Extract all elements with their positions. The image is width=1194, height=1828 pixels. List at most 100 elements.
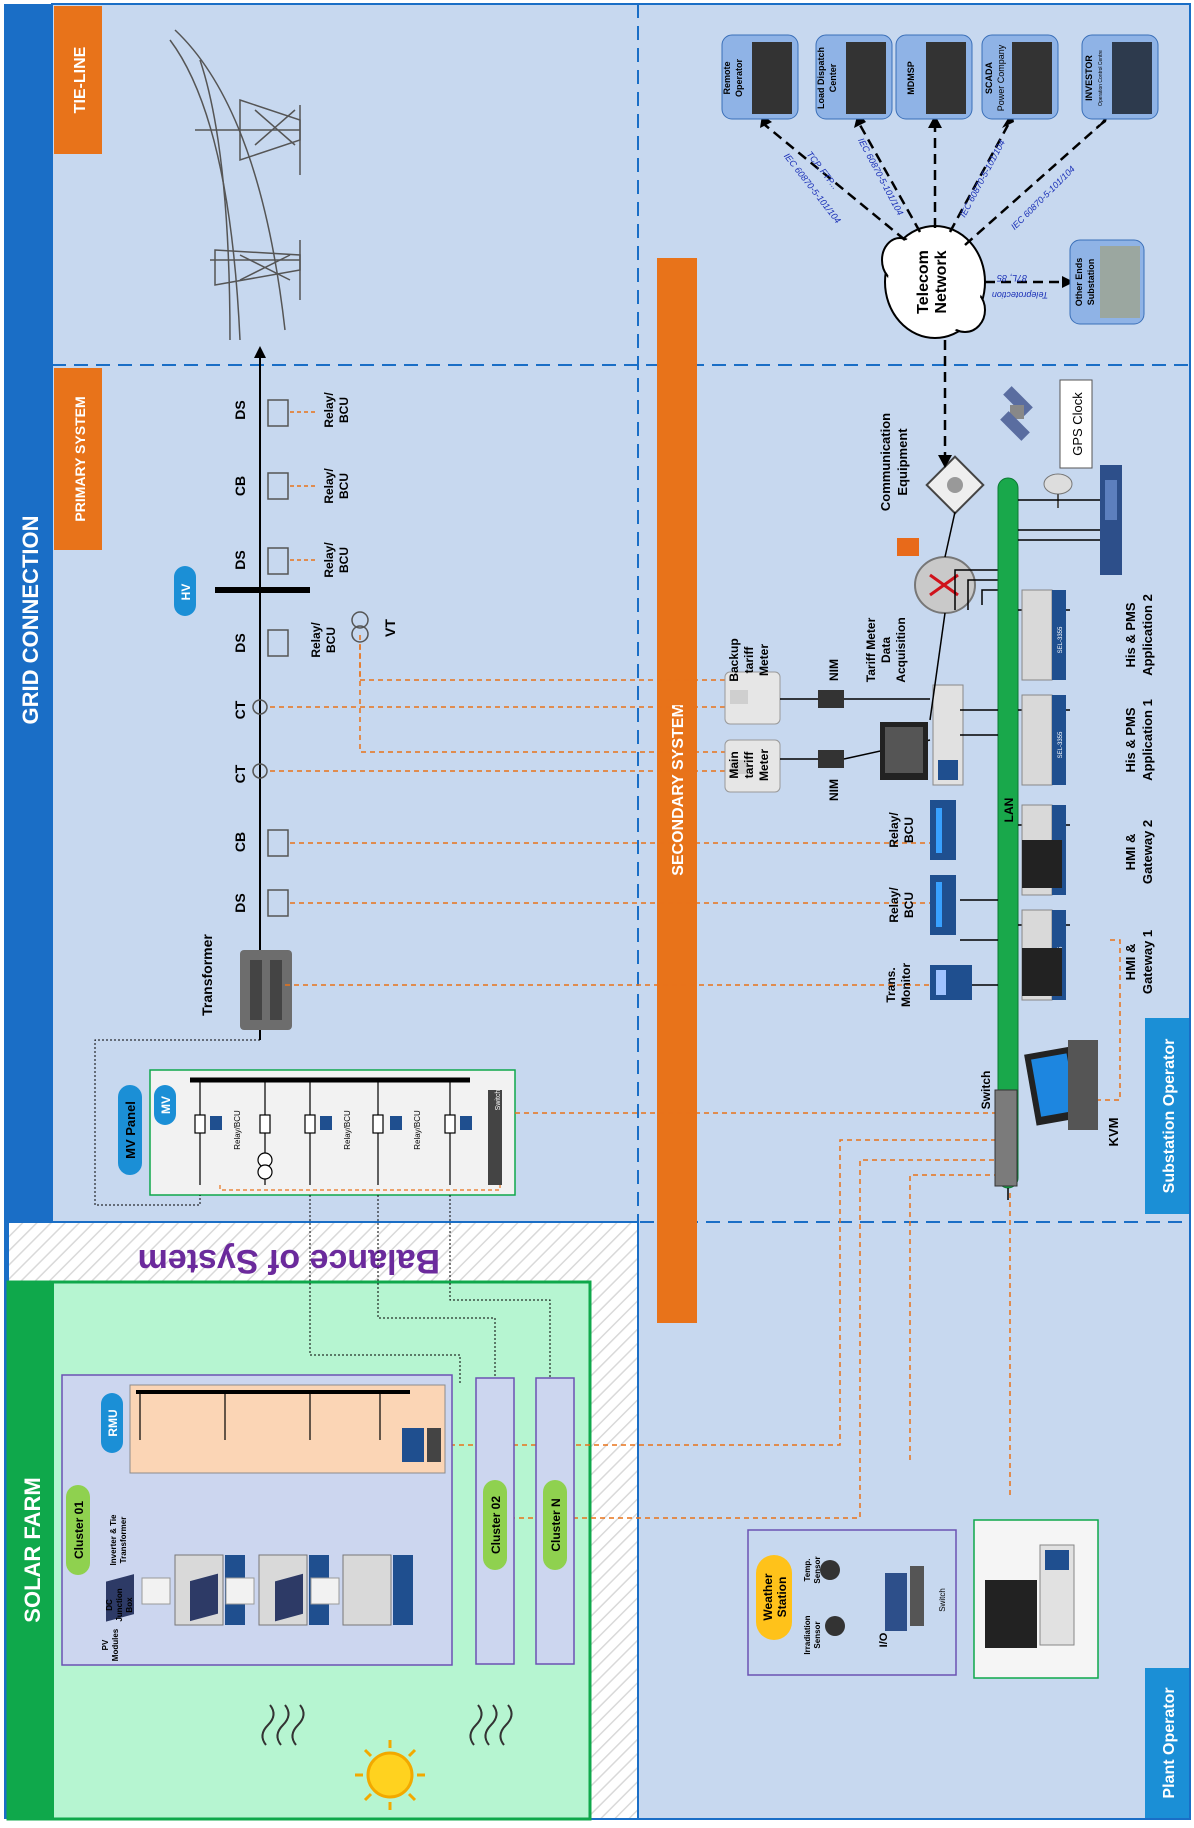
tie-line-label: TIE-LINE bbox=[72, 46, 89, 113]
svg-text:Network: Network bbox=[933, 250, 950, 313]
router-links bbox=[929, 511, 1003, 721]
rmu-tag bbox=[101, 1393, 123, 1453]
svg-text:Teleprotection: Teleprotection bbox=[992, 290, 1048, 300]
svg-text:CB: CB bbox=[232, 476, 248, 496]
rmu-io-icon bbox=[402, 1428, 424, 1462]
grid-connection-title: GRID CONNECTION bbox=[18, 516, 43, 725]
relay-display-1 bbox=[936, 882, 942, 927]
substation-switch-label: Switch bbox=[979, 1071, 993, 1110]
tariff-data-acquisition-pc-icon bbox=[880, 684, 964, 786]
hv-tag bbox=[174, 566, 196, 616]
rmu-box bbox=[129, 1384, 446, 1474]
cluster02-label: Cluster 02 bbox=[489, 1496, 503, 1554]
pv-modules-label: PV bbox=[101, 1639, 110, 1650]
weather-station-tag bbox=[756, 1555, 792, 1640]
svg-text:Junction: Junction bbox=[115, 1588, 124, 1621]
mv-panel-tag bbox=[118, 1085, 142, 1175]
transformer-label: Transformer bbox=[199, 934, 215, 1016]
mv-tag bbox=[154, 1085, 176, 1125]
cluster01-label: Cluster 01 bbox=[72, 1501, 86, 1559]
svg-text:87L, 85: 87L, 85 bbox=[996, 273, 1027, 283]
svg-text:DS: DS bbox=[232, 400, 248, 419]
transmission-tower-icon bbox=[169, 29, 301, 341]
nim-label-backup: NIM bbox=[827, 659, 841, 681]
svg-text:DS: DS bbox=[232, 893, 248, 912]
svg-text:Operation Control Centre: Operation Control Centre bbox=[1098, 50, 1104, 106]
weather-switch-icon bbox=[910, 1566, 924, 1626]
cluster02-box bbox=[475, 1377, 515, 1665]
kvm-icon bbox=[1024, 1040, 1098, 1130]
mv-relay-icons bbox=[210, 1116, 472, 1130]
satellite-icon bbox=[1000, 386, 1033, 441]
svg-text:Relay/: Relay/ bbox=[322, 468, 336, 504]
mdmsp-label: MDMSP bbox=[906, 61, 916, 95]
telecom-links bbox=[764, 124, 1101, 458]
svg-text:Relay/BCU: Relay/BCU bbox=[343, 1110, 352, 1150]
mv-connections bbox=[94, 1039, 551, 1390]
hmi-gateway2-label: HMI & bbox=[1123, 834, 1138, 871]
svg-text:Monitor: Monitor bbox=[899, 963, 913, 1007]
relay-bcu-label-2: Relay/ bbox=[887, 812, 901, 848]
svg-text:tariff: tariff bbox=[742, 646, 756, 674]
secondary-system-label: SECONDARY SYSTEM bbox=[670, 704, 687, 876]
svg-text:Meter: Meter bbox=[757, 749, 771, 781]
svg-text:Relay/: Relay/ bbox=[322, 542, 336, 578]
rmu-label: RMU bbox=[106, 1409, 120, 1436]
lan-bus bbox=[997, 477, 1019, 1189]
weather-sensor-icons bbox=[820, 1560, 845, 1636]
investor-label: INVESTOR bbox=[1084, 55, 1094, 101]
relay-bcu-labels: Relay/ BCU Relay/ BCU Relay/ BCU Relay/ … bbox=[309, 392, 351, 658]
svg-text:Equipment: Equipment bbox=[895, 428, 910, 496]
svg-text:Gateway 1: Gateway 1 bbox=[1140, 930, 1155, 994]
scada-label: SCADA bbox=[984, 62, 994, 95]
svg-text:Substation: Substation bbox=[1086, 259, 1096, 306]
his-pms-app1-label: His & PMS bbox=[1123, 707, 1138, 772]
svg-text:BCU: BCU bbox=[337, 473, 351, 499]
svg-text:Gateway 2: Gateway 2 bbox=[1140, 820, 1155, 884]
cluster02-tag bbox=[483, 1480, 507, 1570]
router-icon bbox=[914, 556, 976, 614]
main-tariff-meter-icon bbox=[724, 739, 781, 793]
mv-label: MV bbox=[159, 1096, 173, 1114]
tariff-daq-label: Tariff Meter bbox=[864, 617, 878, 682]
balance-of-system-title: Balance of System bbox=[138, 1242, 440, 1280]
svg-text:Relay/BCU: Relay/BCU bbox=[233, 1110, 242, 1150]
tie-line-tag bbox=[54, 6, 102, 154]
primary-switchgear bbox=[252, 399, 369, 917]
firewall-icon bbox=[897, 538, 919, 556]
irradiation-sensor-label: Irradiation bbox=[803, 1615, 812, 1654]
temp-sensor-label: Temp. bbox=[803, 1559, 812, 1582]
svg-text:Sensor: Sensor bbox=[813, 1621, 822, 1648]
vt-label: VT bbox=[382, 619, 398, 637]
relay-bcu-label-1: Relay/ bbox=[887, 887, 901, 923]
svg-text:CT: CT bbox=[232, 700, 248, 719]
solar-farm-title: SOLAR FARM bbox=[20, 1477, 45, 1622]
hmi-gateway1-label: HMI & bbox=[1123, 944, 1138, 981]
sun-icon bbox=[355, 1740, 425, 1810]
rmu-switch-icon bbox=[427, 1428, 441, 1462]
svg-text:BCU: BCU bbox=[324, 627, 338, 653]
hmi-monitors bbox=[1022, 840, 1062, 996]
mv-feeders bbox=[194, 1080, 456, 1185]
primary-labels: DS CB DS DS CT CT CB DS bbox=[232, 400, 248, 912]
svg-text:SEL-3355: SEL-3355 bbox=[1058, 731, 1064, 758]
tariff-labels: Main tariff Meter Backup tariff Meter bbox=[727, 638, 771, 781]
weather-switch-label: Switch bbox=[938, 1588, 947, 1612]
gps-clock-box bbox=[1059, 379, 1093, 469]
secondary-system-bar bbox=[657, 258, 697, 1323]
trans-monitor-label: Trans. bbox=[884, 967, 898, 1002]
primary-system-tag bbox=[54, 368, 102, 550]
weather-io-label: I/O bbox=[878, 1632, 890, 1647]
clusterN-tag bbox=[543, 1480, 567, 1570]
svg-text:Application 1: Application 1 bbox=[1140, 699, 1155, 781]
svg-text:DS: DS bbox=[232, 550, 248, 569]
substation-operator-tag bbox=[1145, 1018, 1189, 1214]
rmu-feeders bbox=[139, 1392, 381, 1440]
mv-switch-icon bbox=[488, 1090, 502, 1185]
svg-text:Data: Data bbox=[879, 637, 893, 663]
plant-operator-pc-icon bbox=[985, 1544, 1075, 1648]
svg-text:CB: CB bbox=[232, 832, 248, 852]
primary-system-label: PRIMARY SYSTEM bbox=[72, 396, 88, 521]
